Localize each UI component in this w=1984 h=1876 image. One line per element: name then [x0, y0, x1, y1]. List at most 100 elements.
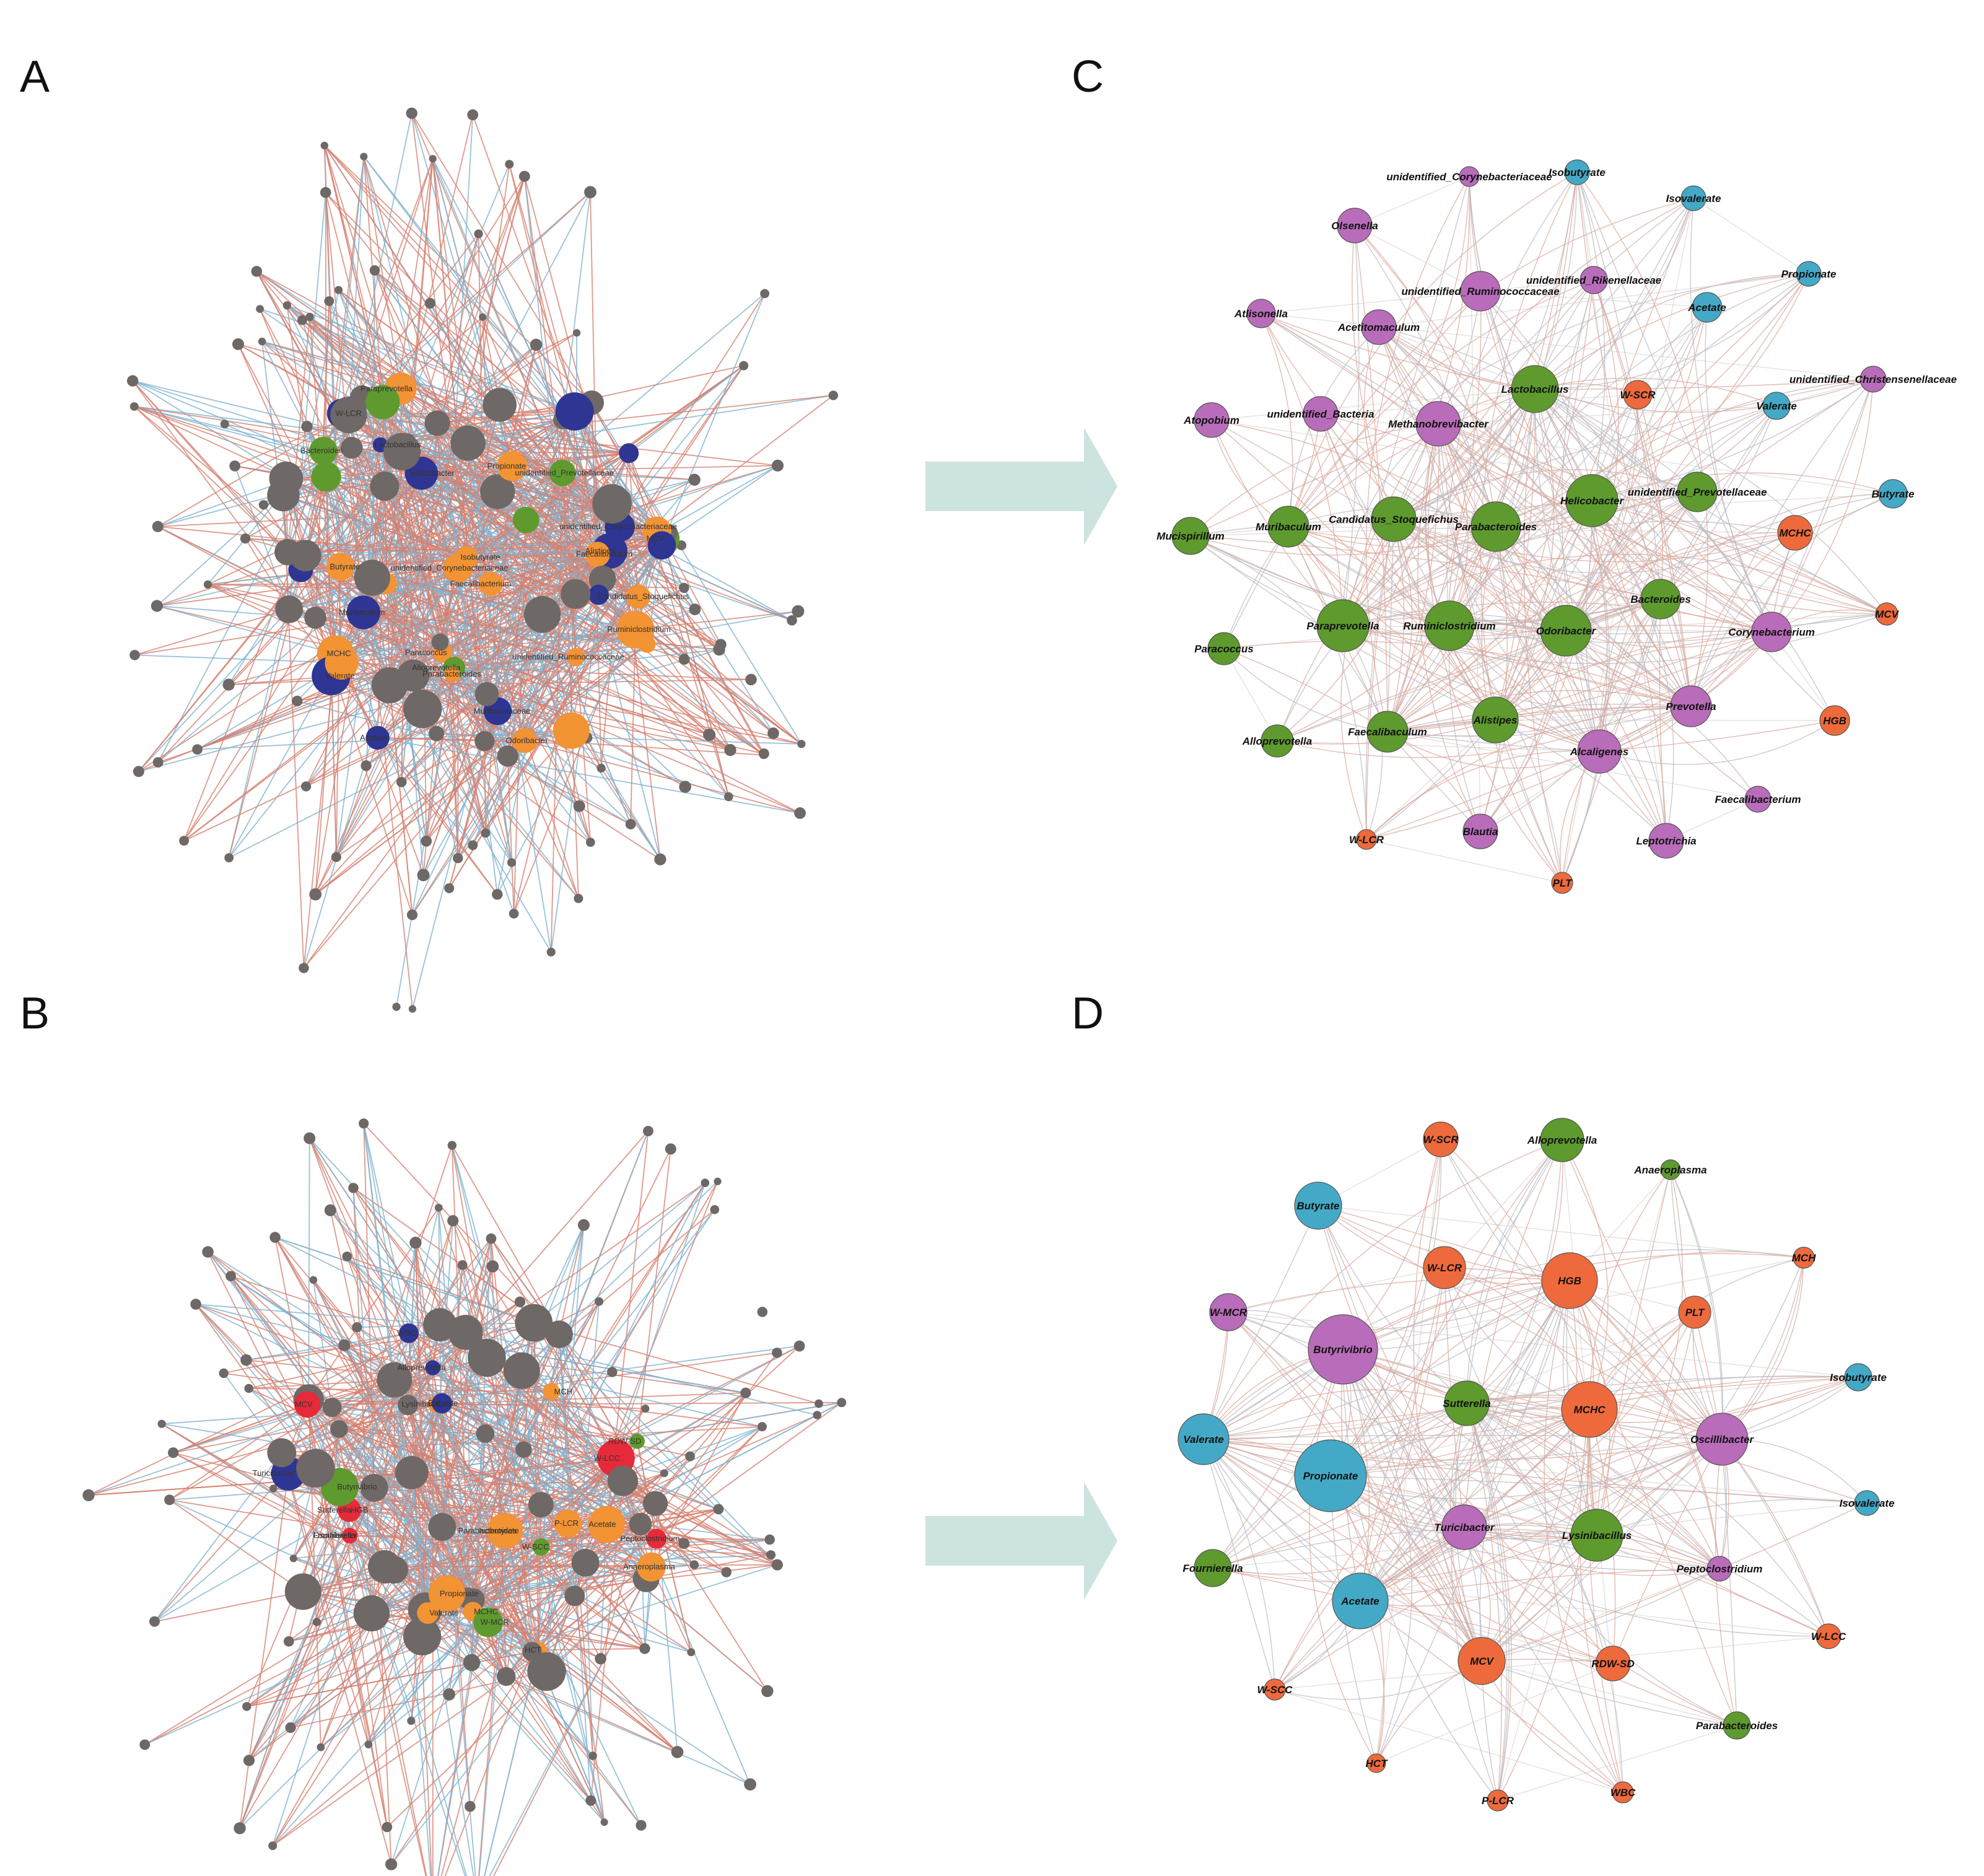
network-node — [532, 1538, 550, 1556]
network-node — [365, 385, 400, 419]
network-node — [543, 1383, 560, 1401]
node-circle — [1356, 829, 1377, 850]
network-edge — [467, 443, 552, 952]
network-edge — [208, 532, 670, 585]
node-circle — [1361, 309, 1397, 345]
network-edge — [661, 293, 766, 546]
network-node — [474, 229, 483, 239]
network-edge — [1449, 491, 1698, 626]
network-node — [360, 152, 368, 160]
network-edge — [1211, 388, 1536, 421]
node-circle — [1540, 605, 1592, 657]
network-node — [448, 1315, 483, 1350]
network-edge — [224, 1333, 409, 1374]
network-edge — [256, 271, 403, 452]
node-corynebacterium: Corynebacterium — [1728, 611, 1815, 652]
node-acetate: Acetate — [1332, 1572, 1389, 1629]
node-circle — [1648, 823, 1684, 859]
network-edge — [585, 1554, 771, 1564]
network-edge — [1481, 1257, 1804, 1662]
node-propionate: Propionate — [1781, 261, 1836, 287]
network-edge — [1340, 519, 1394, 840]
network-edge — [394, 1379, 763, 1427]
network-node — [152, 520, 164, 533]
network-node — [637, 1552, 666, 1582]
network-edge — [389, 451, 403, 686]
network-edge — [1203, 1439, 1482, 1662]
network-node — [192, 744, 203, 755]
node-odoribacter: Odoribacter — [1536, 605, 1597, 657]
network-edge — [259, 309, 444, 654]
node-atopobium: Atopobium — [1183, 402, 1239, 438]
network-node — [268, 1841, 277, 1851]
network-edge — [1318, 1205, 1482, 1662]
node-label: W-SCC — [1257, 1684, 1293, 1696]
network-edge — [1534, 388, 1887, 615]
node-circle — [1294, 1181, 1342, 1230]
network-edge — [1360, 1535, 1597, 1607]
arrow-b-to-d — [925, 1482, 1117, 1600]
network-node — [771, 1559, 783, 1571]
network-edge — [442, 652, 486, 833]
network-node — [152, 757, 164, 768]
network-edge — [1449, 379, 1874, 626]
network-edge — [1438, 423, 1887, 615]
network-edge — [1599, 598, 1661, 752]
network-edge — [1591, 273, 1809, 501]
network-edge — [437, 1662, 473, 1876]
node-label: Oscillibacter — [313, 1531, 357, 1540]
network-edge — [1223, 648, 1388, 732]
network-edge — [437, 423, 588, 739]
node-label: W-LCC — [1811, 1631, 1846, 1642]
network-node — [317, 1743, 325, 1751]
network-edge — [558, 1334, 593, 1756]
node-label: Butyrate — [330, 562, 359, 571]
network-edge — [320, 1523, 569, 1748]
node-circle — [1844, 1363, 1873, 1392]
network-edge — [1480, 172, 1578, 721]
network-edge — [1378, 327, 1593, 501]
network-edge — [1562, 198, 1694, 883]
network-edge — [387, 1578, 647, 1828]
node-circle — [1472, 696, 1519, 743]
network-node — [400, 433, 416, 449]
network-node — [444, 883, 455, 893]
network-edge — [134, 608, 290, 656]
network-edge — [1591, 379, 1874, 501]
panel-d-edges — [1203, 1139, 1868, 1801]
network-edge — [374, 270, 564, 421]
node-label: Propionate — [487, 461, 526, 470]
network-edge — [230, 1276, 333, 1408]
network-node — [139, 1739, 151, 1750]
node-isovalerate: Isovalerate — [1840, 1490, 1894, 1516]
network-edge — [1495, 526, 1887, 615]
network-node — [368, 1550, 401, 1584]
network-edge — [1360, 1600, 1614, 1664]
network-edge — [1495, 394, 1638, 721]
node-circle — [1819, 705, 1850, 736]
node-bacteroides: Bacteroides — [1630, 579, 1691, 620]
network-edge — [558, 1225, 585, 1335]
node-rdw-sd: RDW-SD — [1591, 1646, 1635, 1681]
node-label: Sutterella — [1443, 1398, 1490, 1409]
node-w-scr: W-SCR — [1620, 380, 1656, 410]
network-edge — [1342, 423, 1439, 626]
network-edge — [1261, 313, 1344, 626]
network-node — [282, 301, 292, 310]
node-label: MCH — [554, 1387, 572, 1396]
network-node — [760, 289, 769, 299]
network-node — [301, 421, 313, 432]
network-edge — [523, 1449, 575, 1596]
network-node — [787, 615, 797, 626]
network-edge — [1495, 198, 1694, 721]
network-edge — [1277, 625, 1450, 742]
panel-a-labels: MCHCMCVW-LCRFaecalibacteriumMuribaculumP… — [300, 384, 689, 745]
node-label: W-LCR — [1427, 1262, 1462, 1274]
network-node — [564, 1585, 585, 1606]
network-edge — [538, 1392, 552, 1650]
network-edge — [422, 708, 459, 859]
network-edge — [1203, 1139, 1563, 1440]
node-label: Acetate — [588, 1520, 616, 1529]
